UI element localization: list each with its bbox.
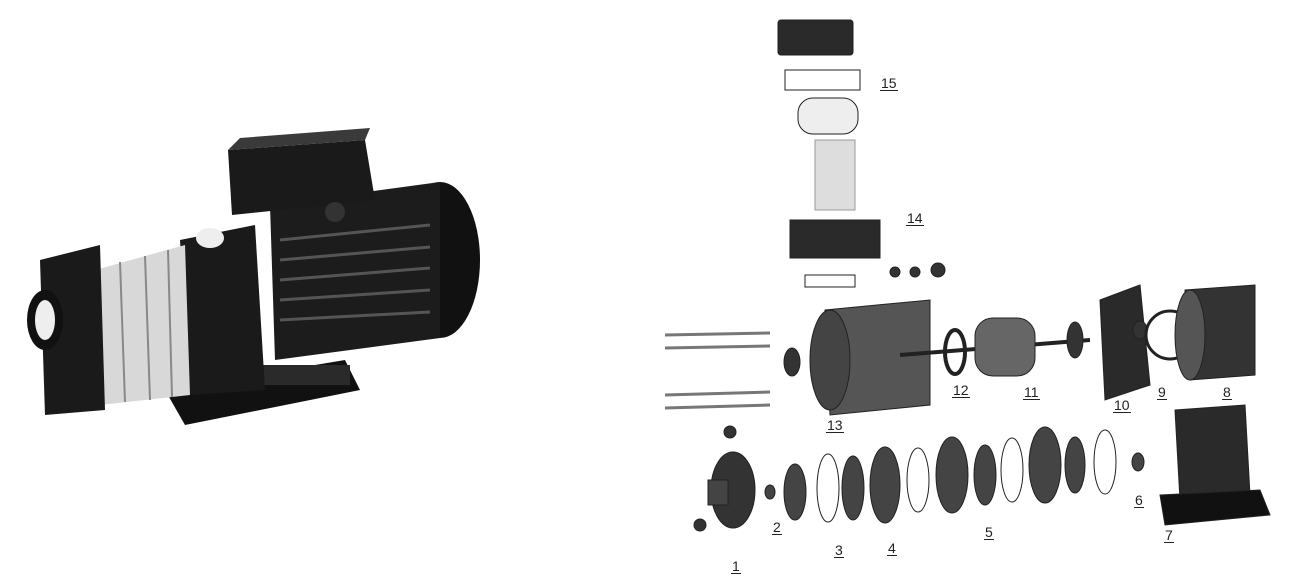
part-label-15: 15 xyxy=(880,75,898,91)
part-label-3: 3 xyxy=(834,542,844,558)
exploded-diagram xyxy=(664,19,1271,532)
part-label-11: 11 xyxy=(1023,384,1040,400)
part-label-5: 5 xyxy=(984,524,994,540)
part-label-12: 12 xyxy=(952,382,970,398)
pump-photo xyxy=(27,128,480,425)
part-label-14: 14 xyxy=(906,210,924,226)
part-label-10: 10 xyxy=(1113,397,1131,413)
part-label-1: 1 xyxy=(731,558,741,574)
part-label-8: 8 xyxy=(1222,384,1232,400)
part-label-6: 6 xyxy=(1134,492,1144,508)
part-label-9: 9 xyxy=(1157,384,1167,400)
part-label-7: 7 xyxy=(1164,527,1174,543)
part-label-4: 4 xyxy=(887,540,897,556)
part-label-2: 2 xyxy=(772,519,782,535)
part-label-13: 13 xyxy=(826,417,844,433)
